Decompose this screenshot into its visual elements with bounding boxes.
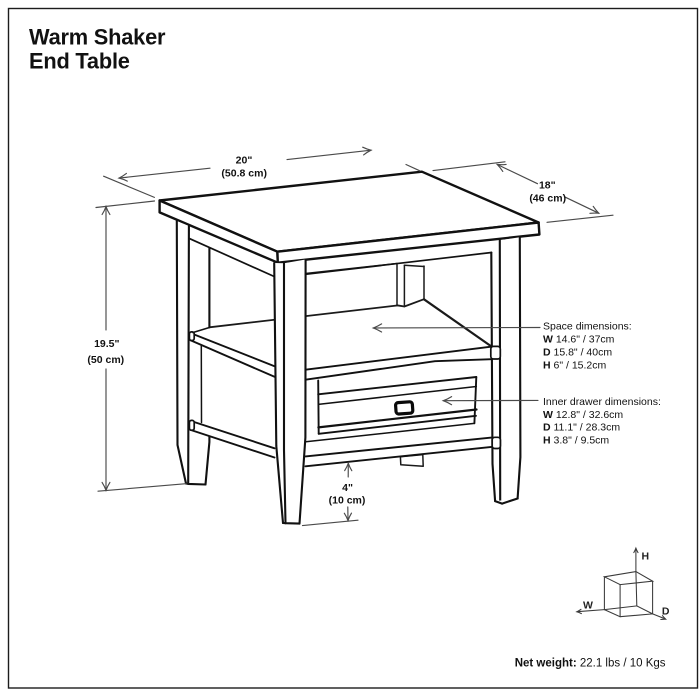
svg-text:W 14.6" / 37cm: W 14.6" / 37cm [543, 334, 615, 346]
svg-text:D 15.8" / 40cm: D 15.8" / 40cm [543, 347, 612, 359]
svg-text:(10 cm): (10 cm) [329, 494, 366, 506]
svg-text:End Table: End Table [29, 49, 130, 74]
svg-text:Net weight: 22.1 lbs / 10 Kgs: Net weight: 22.1 lbs / 10 Kgs [515, 658, 666, 670]
svg-text:H: H [642, 551, 650, 563]
svg-text:4": 4" [342, 482, 353, 494]
svg-text:W: W [583, 600, 593, 612]
svg-text:Inner drawer dimensions:: Inner drawer dimensions: [543, 396, 661, 408]
svg-text:18": 18" [539, 180, 556, 192]
svg-text:W 12.8" / 32.6cm: W 12.8" / 32.6cm [543, 409, 623, 421]
svg-text:H 3.8" / 9.5cm: H 3.8" / 9.5cm [543, 434, 609, 446]
svg-text:(46 cm): (46 cm) [529, 192, 566, 204]
svg-text:D: D [662, 605, 670, 617]
svg-text:19.5": 19.5" [94, 338, 119, 350]
svg-text:H 6" / 15.2cm: H 6" / 15.2cm [543, 360, 607, 372]
svg-text:D 11.1" / 28.3cm: D 11.1" / 28.3cm [543, 422, 620, 434]
svg-text:(50 cm): (50 cm) [87, 354, 124, 366]
svg-text:(50.8 cm): (50.8 cm) [221, 167, 267, 179]
svg-text:20": 20" [236, 155, 253, 167]
svg-text:Warm Shaker: Warm Shaker [29, 25, 166, 50]
svg-text:Space dimensions:: Space dimensions: [543, 321, 632, 333]
